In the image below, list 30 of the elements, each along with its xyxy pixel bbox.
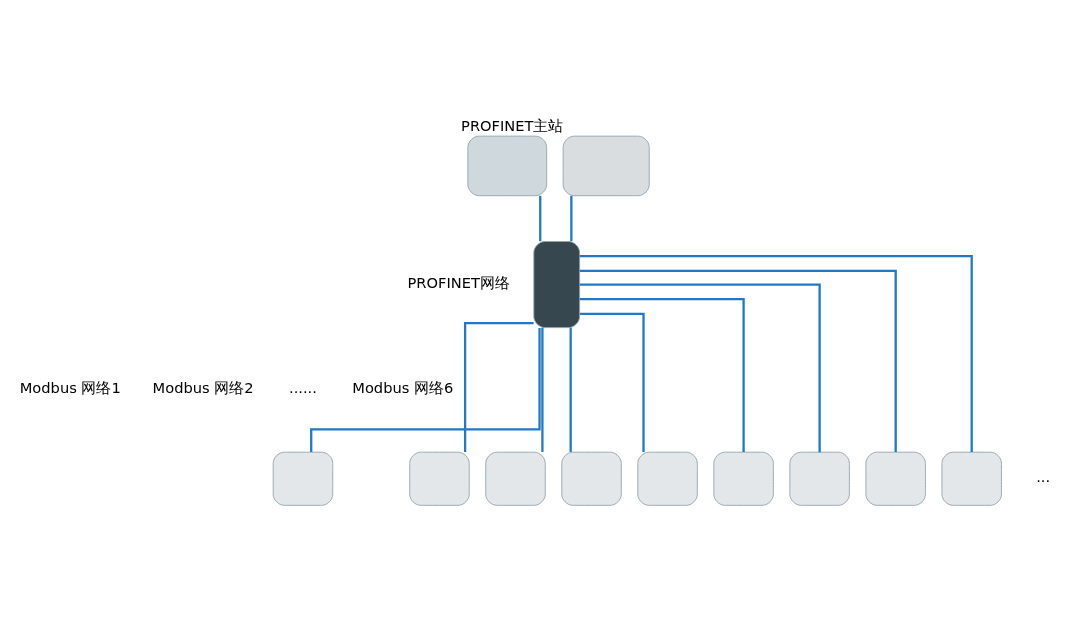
label: ...: [1036, 468, 1051, 486]
node-box: [637, 451, 698, 506]
node-box: [467, 135, 548, 197]
node-box: [941, 451, 1002, 506]
node-box: [272, 451, 334, 506]
connector: [579, 269, 897, 452]
connector: [310, 328, 541, 452]
node-box: [789, 451, 850, 506]
label: Modbus 网络6: [352, 379, 454, 397]
connector: [463, 321, 534, 452]
connector: [541, 327, 544, 452]
node-box: [485, 451, 546, 506]
node-box: [533, 241, 581, 329]
connector: [579, 298, 745, 452]
label: PROFINET网络: [407, 274, 510, 292]
label: Modbus 网络1: [19, 379, 121, 397]
node-label: PROFINET主站: [461, 117, 564, 135]
label: ......: [288, 379, 317, 397]
connector: [570, 195, 573, 242]
connector: [580, 312, 645, 452]
node-box: [713, 451, 774, 506]
node-box: [865, 451, 926, 506]
connector: [579, 255, 973, 452]
connector: [539, 195, 542, 242]
label: Modbus 网络2: [152, 379, 254, 397]
node-box: [562, 135, 650, 197]
connector: [569, 327, 572, 452]
node-box: [561, 451, 622, 506]
node-box: [409, 451, 470, 506]
connector: [579, 283, 821, 453]
